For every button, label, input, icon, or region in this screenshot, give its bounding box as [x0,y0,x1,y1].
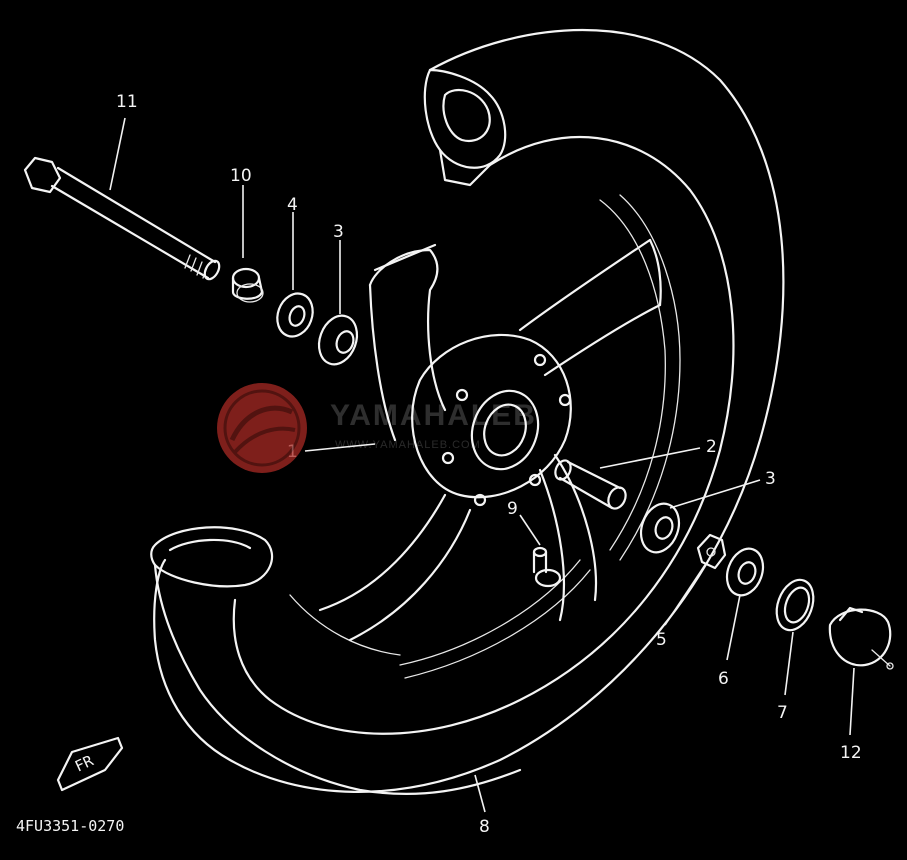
leader-lines [109,117,855,813]
wheel-spokes [318,238,662,642]
watermark-logo [217,383,307,473]
dust-seal [775,578,815,632]
bearing-left [317,314,359,366]
callout-5: 5 [656,630,667,650]
gear-unit-meter [828,606,894,670]
callout-3-right: 3 [765,469,776,489]
callout-10: 10 [230,166,252,186]
oil-seal-right [725,547,765,597]
callouts: 11 10 4 3 1 2 3 9 5 6 7 12 8 [116,92,862,837]
watermark-brand: YAMAHALEB [330,399,537,432]
callout-3-left: 3 [333,222,344,242]
wheel-hub [411,333,572,507]
callout-8: 8 [479,817,490,837]
callout-2: 2 [706,437,717,457]
front-mark-label: FR [72,751,97,775]
callout-11: 11 [116,92,138,112]
callout-7: 7 [777,703,788,723]
axle [23,156,221,281]
callout-4: 4 [287,195,298,215]
spacer [554,459,627,510]
oil-seal-left [276,292,314,338]
watermark: YAMAHALEB WWW.YAMAHALEB.COM [217,383,537,473]
diagram-part-code: 4FU3351-0270 [16,817,124,835]
bearing-right [639,502,681,554]
valve [532,546,562,588]
callout-6: 6 [718,669,729,689]
watermark-subtitle: WWW.YAMAHALEB.COM [335,439,481,451]
callout-9: 9 [507,499,518,519]
collar [231,267,264,303]
clutch-retainer [696,533,727,570]
callout-12: 12 [840,743,862,763]
front-direction-arrow: FR [56,736,124,792]
